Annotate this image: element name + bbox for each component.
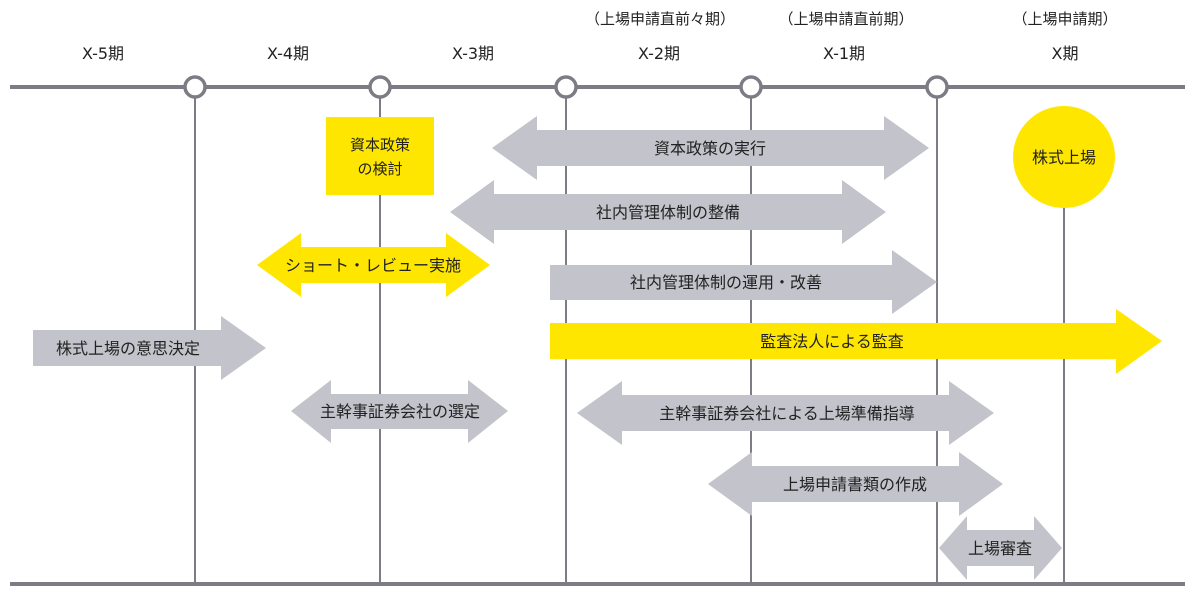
- underwriter-guidance-label: 主幹事証券会社による上場準備指導: [659, 404, 915, 423]
- timeline-nodes: [183, 75, 949, 99]
- short-review-arrow: [257, 233, 490, 297]
- internal-control-operation-label: 社内管理体制の運用・改善: [630, 273, 822, 292]
- listing-label: 株式上場: [1032, 148, 1096, 167]
- period-label-x5: X-5期: [82, 44, 124, 63]
- underwriter-guidance-arrow: [577, 381, 994, 445]
- application-documents-label: 上場申請書類の作成: [783, 475, 927, 494]
- internal-control-setup-label: 社内管理体制の整備: [596, 203, 740, 222]
- period-label-x2: X-2期: [638, 44, 680, 63]
- listing-circle: [1013, 106, 1115, 208]
- listing-examination-arrow: [939, 516, 1062, 580]
- listing-examination-label: 上場審査: [968, 539, 1032, 558]
- node-3: [554, 75, 578, 99]
- node-4: [739, 75, 763, 99]
- capital-policy-study-line1: 資本政策: [350, 136, 410, 154]
- internal-control-setup-arrow: [450, 180, 886, 244]
- period-label-x3: X-3期: [452, 44, 494, 63]
- period-sublabel-x: （上場申請期）: [1012, 10, 1117, 28]
- node-1: [183, 75, 207, 99]
- period-label-x: X期: [1052, 44, 1079, 63]
- underwriter-selection-arrow: [291, 380, 508, 443]
- node-5: [925, 75, 949, 99]
- node-2: [368, 75, 392, 99]
- period-label-x4: X-4期: [267, 44, 309, 63]
- internal-control-operation-arrow: [550, 250, 937, 314]
- listing-decision-label: 株式上場の意思決定: [56, 339, 200, 358]
- capital-policy-study-line2: の検討: [357, 160, 402, 178]
- capital-policy-execution-label: 資本政策の実行: [654, 139, 766, 158]
- audit-label: 監査法人による監査: [760, 332, 904, 351]
- timeline-bottom-line: [10, 582, 1185, 586]
- short-review-label: ショート・レビュー実施: [285, 256, 461, 275]
- underwriter-selection-label: 主幹事証券会社の選定: [320, 402, 480, 421]
- period-sublabel-x1: （上場申請直前期）: [778, 10, 913, 28]
- capital-policy-study-box: [326, 117, 434, 195]
- timeline-top-line: [10, 85, 1185, 89]
- capital-policy-execution-arrow: [492, 116, 929, 180]
- period-sublabel-x2: （上場申請直前々期）: [585, 10, 735, 28]
- listing-decision-arrow: [33, 316, 266, 380]
- application-documents-arrow: [708, 452, 1003, 516]
- audit-arrow: [550, 309, 1162, 374]
- period-label-x1: X-1期: [823, 44, 865, 63]
